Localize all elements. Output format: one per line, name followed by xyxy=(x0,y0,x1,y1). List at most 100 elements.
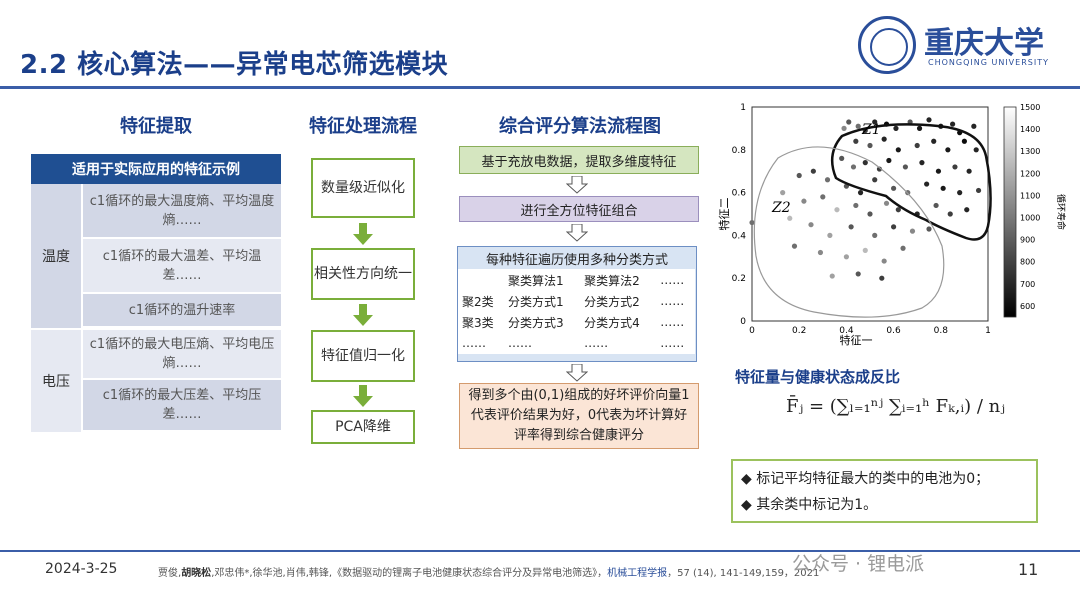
y-tick-label: 0.4 xyxy=(732,231,747,241)
y-axis-label: 特征二 xyxy=(718,198,731,231)
footer-divider xyxy=(0,550,1080,552)
data-point xyxy=(853,202,859,209)
y-tick-label: 1 xyxy=(740,103,746,113)
data-point xyxy=(876,166,883,172)
section-feature-extract: 特征提取 xyxy=(120,116,192,137)
x-tick-label: 0.2 xyxy=(792,326,806,336)
data-point xyxy=(964,207,970,213)
feature-cell: c1循环的最大压差、平均压差…… xyxy=(83,380,281,432)
ref-bold-author: 胡晓松 xyxy=(181,568,212,579)
labeling-rules: ◆ 标记平均特征最大的类中的电池为0； ◆ 其余类中标记为1。 xyxy=(731,459,1038,523)
feature-table-header: 适用于实际应用的特征示例 xyxy=(31,154,281,184)
data-point xyxy=(820,194,826,200)
data-point xyxy=(881,136,887,142)
data-point xyxy=(787,215,793,221)
flow-step-4: PCA降维 xyxy=(311,410,415,444)
ref-tail: ，57 (14), 141-149,159，2021 xyxy=(667,568,820,579)
data-point xyxy=(862,160,868,166)
data-point xyxy=(933,202,939,209)
data-point xyxy=(900,245,906,251)
watermark: 公众号 · 锂电派 xyxy=(792,553,925,575)
colorbar-tick-label: 1200 xyxy=(1020,169,1040,178)
data-point xyxy=(973,147,979,153)
page-number: 11 xyxy=(1018,560,1039,579)
feature-group-voltage: 电压 c1循环的最大电压熵、平均电压熵…… c1循环的最大压差、平均压差…… xyxy=(31,330,281,432)
grid-cell: …… xyxy=(458,332,505,354)
grid-cell: 分类方式4 xyxy=(580,311,658,333)
data-point xyxy=(919,160,925,166)
rule-item: ◆ 其余类中标记为1。 xyxy=(741,497,878,513)
data-point xyxy=(935,168,942,174)
data-point xyxy=(872,177,878,183)
data-point xyxy=(850,164,857,170)
grid-cell: 聚类算法2 xyxy=(580,269,658,291)
grid-cell xyxy=(458,269,505,291)
data-point xyxy=(881,258,887,264)
x-tick-label: 0.8 xyxy=(934,326,949,336)
x-tick-label: 0.4 xyxy=(839,326,854,336)
x-tick-label: 1 xyxy=(985,326,991,336)
x-tick-label: 0.6 xyxy=(886,326,901,336)
data-point xyxy=(893,125,899,131)
data-point xyxy=(952,164,958,170)
flow-step-2: 相关性方向统一 xyxy=(311,248,415,300)
data-point xyxy=(834,207,840,213)
group-name: 电压 xyxy=(31,330,83,432)
cluster-label-z1: Z1 xyxy=(861,122,881,138)
grid-cell: 聚2类 xyxy=(458,290,505,312)
page-title: 2.2 核心算法——异常电芯筛选模块 xyxy=(20,50,449,80)
colorbar xyxy=(1003,106,1017,318)
comp-step-4: 得到多个由(0,1)组成的好坏评价向量1代表评价结果为好，0代表为坏计算好评率得… xyxy=(459,383,699,449)
grid-cell: 聚类算法1 xyxy=(503,269,582,291)
data-point xyxy=(926,226,932,232)
data-point xyxy=(780,190,786,196)
feature-group-temperature: 温度 c1循环的最大温度熵、平均温度熵…… c1循环的最大温差、平均温差…… c… xyxy=(31,184,281,328)
data-point xyxy=(749,219,755,226)
data-point xyxy=(926,117,932,123)
footer-reference: 贾俊,胡晓松,邓忠伟*,徐华池,肖伟,韩锋,《数据驱动的锂离子电池健康状态综合评… xyxy=(158,564,819,579)
colorbar-tick-label: 1400 xyxy=(1020,125,1040,134)
inverse-relation-title: 特征量与健康状态成反比 xyxy=(735,368,901,386)
arrow-down-icon xyxy=(353,223,373,245)
data-point xyxy=(862,247,868,253)
data-point xyxy=(867,211,873,217)
data-point xyxy=(931,138,937,144)
data-point xyxy=(846,119,852,125)
colorbar-tick-label: 1100 xyxy=(1020,191,1040,200)
comp-step-3: 每种特征遍历使用多种分类方式 xyxy=(485,252,668,268)
y-tick-label: 0 xyxy=(740,317,746,327)
cluster-z2-boundary xyxy=(753,146,945,318)
feature-cell: c1循环的最大电压熵、平均电压熵…… xyxy=(83,330,281,380)
grid-cell: …… xyxy=(656,311,695,333)
comp-step-1: 基于充放电数据，提取多维度特征 xyxy=(459,146,699,174)
grid-cell: …… xyxy=(656,332,695,354)
average-feature-formula: F̄ⱼ = (∑ₗ₌₁ⁿʲ ∑ᵢ₌₁ʰ Fₖ,ᵢ) / nⱼ xyxy=(786,396,1005,417)
data-point xyxy=(853,138,859,144)
data-point xyxy=(855,123,861,129)
data-point xyxy=(817,249,824,256)
grid-cell: 聚3类 xyxy=(458,311,505,333)
data-point xyxy=(848,224,854,230)
data-point xyxy=(857,190,864,196)
data-point xyxy=(902,164,908,170)
title-divider xyxy=(0,86,1080,89)
data-point xyxy=(824,177,831,183)
ref-rest: ,邓忠伟*,徐华池,肖伟,韩锋,《数据驱动的锂离子电池健康状态综合评分及异常电池… xyxy=(211,568,608,579)
data-point xyxy=(916,125,923,131)
data-point xyxy=(945,147,951,153)
data-point xyxy=(801,198,807,204)
logo-name-en: CHONGQING UNIVERSITY xyxy=(928,58,1049,67)
data-point xyxy=(950,121,956,127)
colorbar-tick-label: 800 xyxy=(1020,258,1035,267)
section-comprehensive: 综合评分算法流程图 xyxy=(499,116,661,137)
logo-name: 重庆大学 xyxy=(924,26,1044,61)
data-point xyxy=(886,157,892,164)
grid-cell: …… xyxy=(503,332,582,354)
data-point xyxy=(961,138,967,144)
x-axis-label: 特征一 xyxy=(840,333,873,347)
arrow-down-icon xyxy=(566,176,588,194)
y-tick-label: 0.6 xyxy=(732,189,747,199)
colorbar-tick-label: 600 xyxy=(1020,302,1035,311)
